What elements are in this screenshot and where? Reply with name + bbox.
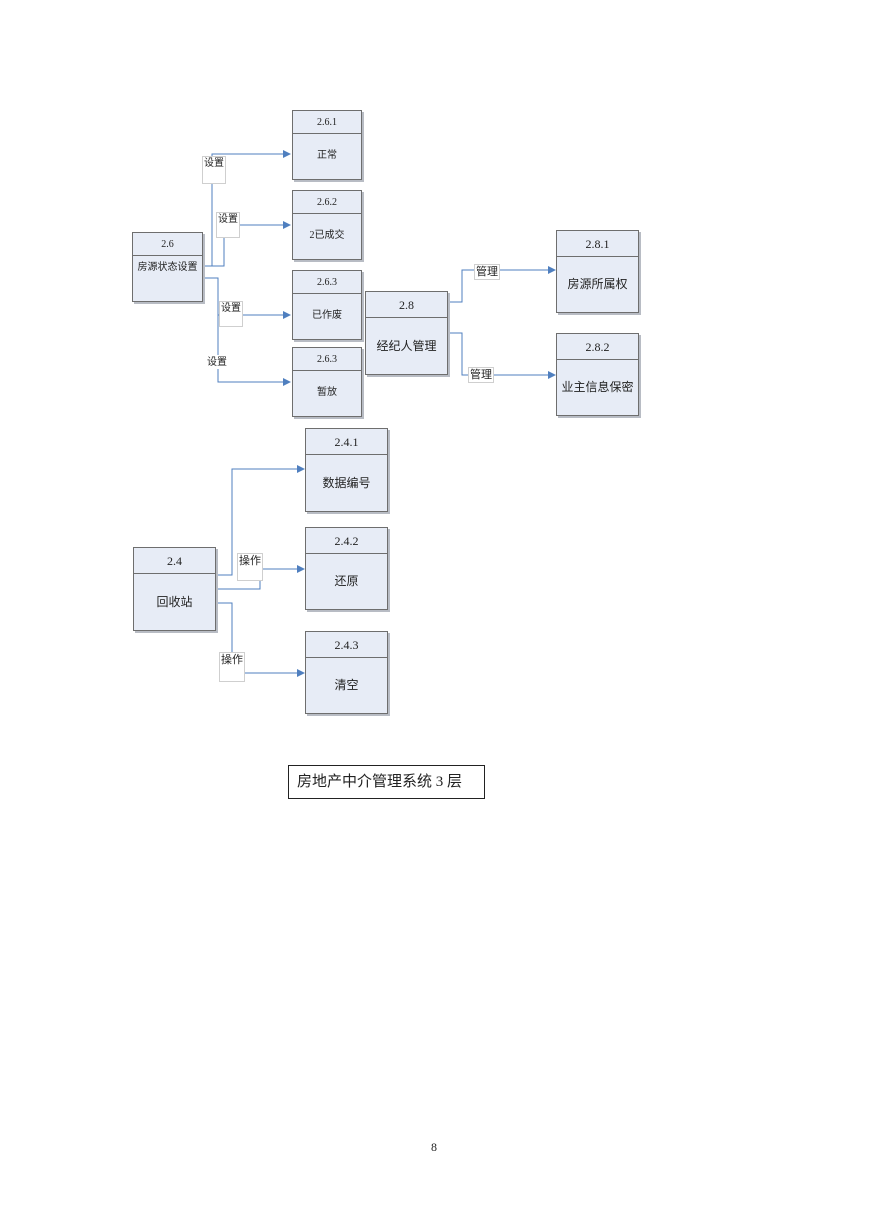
node-id: 2.6 xyxy=(133,233,202,256)
node-id: 2.8.2 xyxy=(557,334,638,360)
node-id: 2.4.1 xyxy=(306,429,387,455)
node-label: 还原 xyxy=(334,574,359,588)
node-2-4-2: 2.4.2 还原 xyxy=(305,527,388,610)
connector-2-8-to-2-8-1 xyxy=(448,266,556,303)
connector-2-8-to-2-8-2 xyxy=(448,332,556,379)
node-2-8-2: 2.8.2 业主信息保密 xyxy=(556,333,639,416)
node-id: 2.6.3 xyxy=(293,348,361,371)
page-number: 8 xyxy=(431,1140,437,1154)
node-2-6-2: 2.6.2 2已成交 xyxy=(292,190,362,260)
node-id: 2.6.3 xyxy=(293,271,361,294)
node-2-4: 2.4 回收站 xyxy=(133,547,216,631)
node-id: 2.4 xyxy=(134,548,215,574)
node-2-8: 2.8 经纪人管理 xyxy=(365,291,448,375)
node-2-8-1: 2.8.1 房源所属权 xyxy=(556,230,639,313)
connector-2-6-to-2-6-3a xyxy=(203,277,291,319)
node-label: 房源状态设置 xyxy=(137,262,198,273)
edge-label-operate-1: 操作 xyxy=(237,553,263,581)
node-label: 回收站 xyxy=(156,595,193,609)
edge-label-operate-2: 操作 xyxy=(219,652,245,682)
connector-2-4-to-2-4-3 xyxy=(216,602,305,677)
edge-label-manage-2: 管理 xyxy=(468,367,494,383)
node-id: 2.6.1 xyxy=(293,111,361,134)
edge-label-manage-1: 管理 xyxy=(474,264,500,280)
node-id: 2.4.3 xyxy=(306,632,387,658)
node-label: 房源所属权 xyxy=(567,277,628,291)
diagram-caption: 房地产中介管理系统 3 层 xyxy=(288,765,485,799)
node-2-6-3b: 2.6.3 暂放 xyxy=(292,347,362,417)
node-label: 数据编号 xyxy=(322,476,371,490)
node-label: 清空 xyxy=(334,678,359,692)
connector-2-6-to-2-6-3b xyxy=(203,277,291,386)
node-2-4-1: 2.4.1 数据编号 xyxy=(305,428,388,512)
node-label: 2已成交 xyxy=(309,230,345,241)
connector-2-4-to-2-4-1 xyxy=(216,465,305,576)
edge-label-set-1: 设置 xyxy=(202,156,226,184)
node-2-6-3a: 2.6.3 已作废 xyxy=(292,270,362,340)
edge-label-set-4: 设置 xyxy=(205,355,229,369)
node-label: 已作废 xyxy=(312,310,342,321)
edge-label-set-2: 设置 xyxy=(216,212,240,238)
node-id: 2.8 xyxy=(366,292,447,318)
node-label: 正常 xyxy=(317,150,337,161)
node-2-6: 2.6 房源状态设置 xyxy=(132,232,203,302)
node-id: 2.4.2 xyxy=(306,528,387,554)
node-label: 暂放 xyxy=(317,387,337,398)
edge-label-set-3: 设置 xyxy=(219,301,243,327)
node-label: 业主信息保密 xyxy=(561,380,634,394)
node-id: 2.6.2 xyxy=(293,191,361,214)
connector-2-6-to-2-6-2 xyxy=(203,221,291,267)
node-2-4-3: 2.4.3 清空 xyxy=(305,631,388,714)
node-2-6-1: 2.6.1 正常 xyxy=(292,110,362,180)
node-label: 经纪人管理 xyxy=(376,339,437,353)
node-id: 2.8.1 xyxy=(557,231,638,257)
